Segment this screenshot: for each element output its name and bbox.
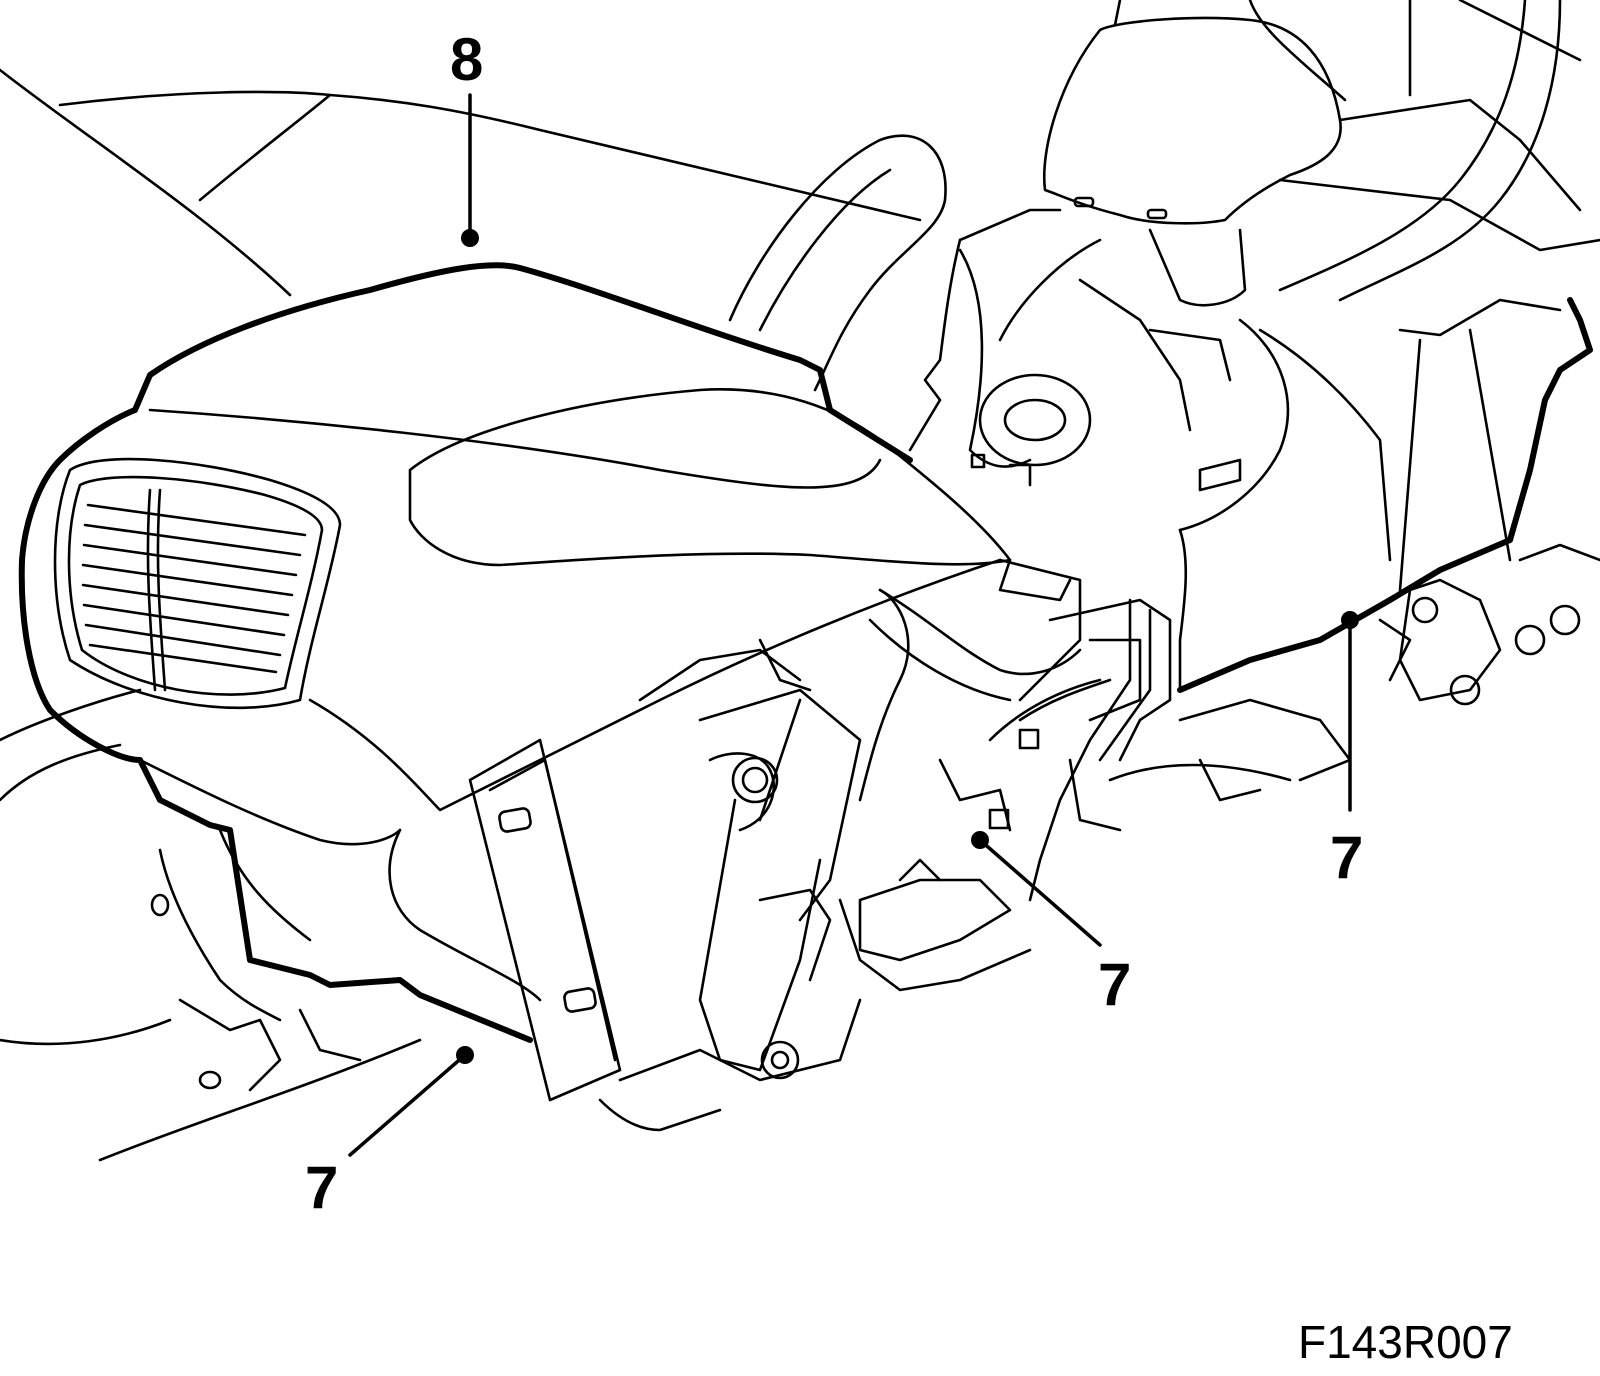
- callout-7-center-dot: [971, 831, 989, 849]
- console-body: [18, 262, 1072, 1043]
- gear-shifter-boot: [1043, 0, 1347, 307]
- callout-7-left-label: 7: [305, 1154, 338, 1221]
- right-side-panel: [1177, 297, 1593, 693]
- callout-8-dot: [461, 229, 479, 247]
- rear-air-vent: [53, 457, 342, 710]
- central-spine: [868, 558, 1152, 902]
- seat-outline: [0, 68, 922, 1162]
- callout-7-right-label: 7: [1330, 824, 1363, 891]
- callout-7-center-label: 7: [1098, 951, 1131, 1018]
- lower-mechanism: [838, 598, 1352, 992]
- handbrake-arch: [728, 134, 947, 392]
- left-floor-bracket: [150, 848, 362, 1092]
- right-bracket: [1378, 543, 1600, 706]
- tunnel-right: [1278, 0, 1600, 302]
- callout-8-label: 8: [450, 26, 483, 93]
- callout-7-right-dot: [1341, 611, 1359, 629]
- figure-reference: F143R007: [1298, 1316, 1513, 1368]
- leader-lines: [348, 93, 1359, 1157]
- center-housing: [908, 208, 1392, 562]
- left-lever-bracket: [468, 638, 862, 1132]
- callout-7-left-dot: [456, 1046, 474, 1064]
